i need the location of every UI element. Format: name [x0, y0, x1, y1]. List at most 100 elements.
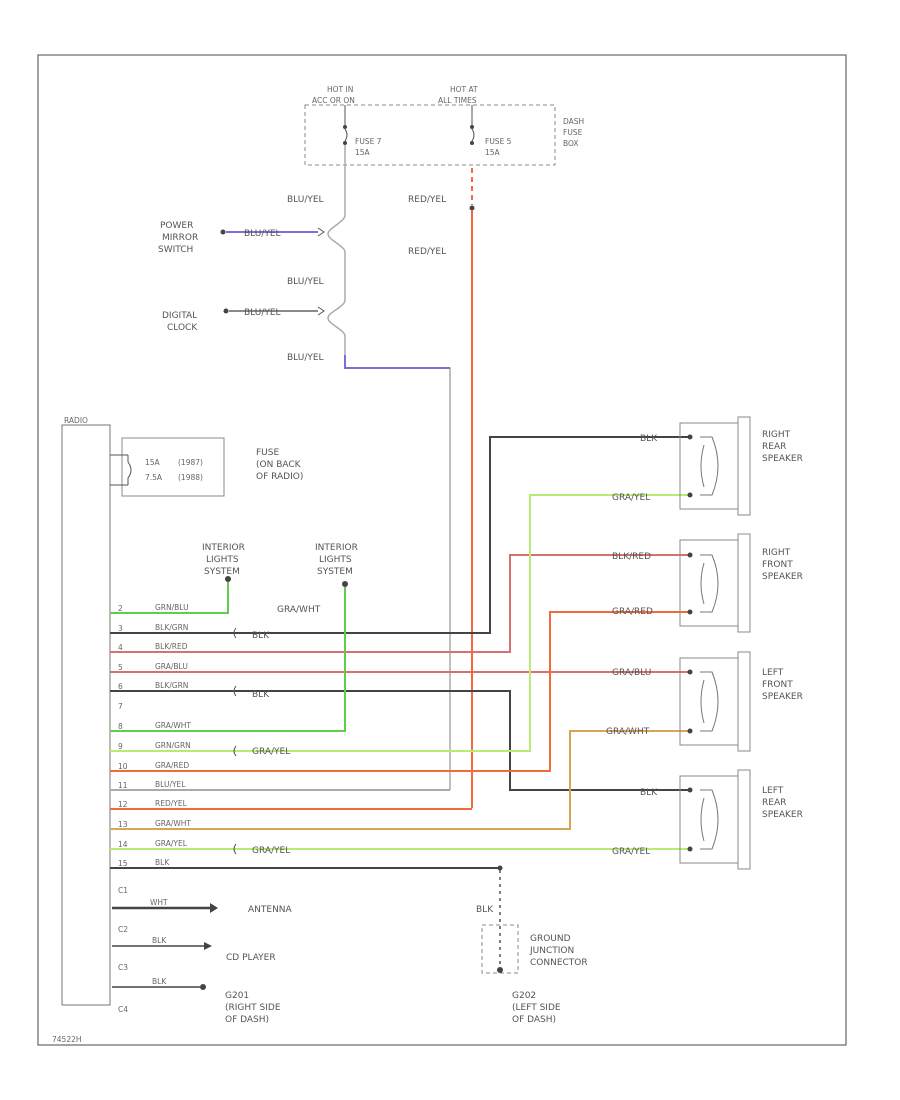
speaker-cone [737, 416, 751, 516]
radio-fuse-symbol [127, 455, 132, 485]
g202-label-2: (LEFT SIDE [512, 1003, 561, 1013]
digital-clock-label-2: CLOCK [167, 323, 198, 333]
radio-pin-number: 13 [118, 820, 128, 829]
int-lights-1-label-1: INTERIOR [202, 543, 245, 553]
speaker-cone [737, 533, 751, 633]
fuse7-symbol [344, 128, 348, 142]
speaker-terminal [687, 434, 693, 440]
pin-c2-label: C2 [118, 925, 128, 934]
speaker-cone [737, 651, 751, 752]
fuse7-terminal [343, 125, 347, 129]
pin-c3-label: C3 [118, 963, 128, 972]
rr-speaker-label-2: REAR [762, 442, 786, 452]
power-mirror-switch-terminal [220, 229, 226, 235]
rf-speaker-label-1: RIGHT [762, 548, 791, 558]
radio-fuse-a-amp: 15A [145, 458, 161, 467]
radio-label: RADIO [64, 416, 88, 425]
digital-clock-label-1: DIGITAL [162, 311, 197, 321]
lf-gra-blu-label: GRA/BLU [612, 668, 651, 678]
lr-gra-yel-label: GRA/YEL [612, 847, 650, 857]
radio-pin-number: 15 [118, 859, 128, 868]
speaker-terminal [687, 669, 693, 675]
pin14-splice-gra-yel-label: GRA/YEL [252, 846, 290, 856]
radio-fuse-box [121, 437, 225, 497]
radio-pin-number: 5 [118, 663, 123, 672]
radio-unit [61, 424, 111, 1006]
rf-blk-red-label: BLK/RED [612, 552, 651, 562]
radio-fuse-b-year: (1988) [178, 473, 203, 482]
digital-clock-terminal [223, 308, 229, 314]
g202-label-3: OF DASH) [512, 1015, 556, 1025]
int-lights-1-label-2: LIGHTS [206, 555, 239, 565]
speaker-coil [700, 789, 719, 850]
blu-yel-label-a: BLU/YEL [287, 195, 324, 205]
lf-speaker-label-3: SPEAKER [762, 692, 803, 702]
radio-pin-wire-color: BLK/GRN [155, 681, 188, 690]
radio-pin-number: 7 [118, 702, 123, 711]
fuse7-label: FUSE 7 [355, 137, 382, 146]
fuse5-label: FUSE 5 [485, 137, 512, 146]
radio-pin-number: 11 [118, 781, 128, 790]
radio-fuse-label-3: OF RADIO) [256, 472, 303, 482]
radio-pin-wire-color: GRN/GRN [155, 741, 191, 750]
radio-pin-number: 2 [118, 604, 123, 613]
hot-in-label: HOT IN [327, 85, 353, 94]
g201-label-3: OF DASH) [225, 1015, 269, 1025]
speaker-coil [700, 436, 719, 496]
blu-yel-feed [327, 214, 451, 790]
radio-pin-wire-color: BLK/RED [155, 642, 188, 651]
splice-marker [233, 627, 237, 639]
lr-speaker-label-3: SPEAKER [762, 810, 803, 820]
cd-player-wire-color: BLK [152, 936, 167, 945]
radio-pin-number: 12 [118, 800, 128, 809]
radio-pin-wire [110, 730, 690, 830]
pin3-splice-blk-label: BLK [252, 631, 270, 641]
speaker-terminal [687, 492, 693, 498]
pin-c1-label: C1 [118, 886, 128, 895]
radio-pin-wire [110, 554, 690, 653]
lf-speaker-label-2: FRONT [762, 680, 793, 690]
antenna-wire-color: WHT [150, 898, 168, 907]
power-mirror-label-3: SWITCH [158, 245, 193, 255]
cd-player-label: CD PLAYER [226, 953, 276, 963]
gjc-label-2: JUNCTION [529, 946, 574, 956]
diagram-border [37, 54, 847, 1046]
splice-marker [233, 685, 237, 697]
radio-fuse-label-1: FUSE [256, 448, 279, 458]
speaker-terminal [687, 609, 693, 615]
red-yel-label-a: RED/YEL [408, 195, 446, 205]
radio-pin-wire-color: GRA/BLU [155, 662, 188, 671]
fuse5-terminal [470, 125, 474, 129]
lr-speaker-label-2: REAR [762, 798, 786, 808]
g202-label-1: G202 [512, 991, 536, 1001]
radio-pin-number: 6 [118, 682, 123, 691]
radio-fuse-a-year: (1987) [178, 458, 203, 467]
cd-player-arrow-icon [204, 942, 212, 950]
antenna-arrow-icon [210, 903, 218, 913]
hot-at-condition: ALL TIMES [438, 96, 477, 105]
power-mirror-label-2: MIRROR [162, 233, 198, 243]
radio-pin-wire [110, 690, 690, 791]
rr-speaker-label-1: RIGHT [762, 430, 791, 440]
gjc-label-1: GROUND [530, 934, 571, 944]
speaker-coil-inner [700, 562, 705, 605]
pin-c4-label: C4 [118, 1005, 128, 1014]
dash-fuse-box-label-3: BOX [563, 139, 579, 148]
radio-pin-wire-color: BLU/YEL [155, 780, 186, 789]
radio-pin-wire [110, 587, 346, 732]
int-lights-1-label-3: SYSTEM [204, 567, 240, 577]
hot-at-label: HOT AT [450, 85, 478, 94]
radio-pin-number: 8 [118, 722, 123, 731]
fuse7-rating: 15A [355, 148, 371, 157]
radio-pin-wire [110, 611, 690, 772]
speaker-terminal [687, 728, 693, 734]
gra-wht-label: GRA/WHT [277, 605, 321, 615]
int-lights-2-label-1: INTERIOR [315, 543, 358, 553]
fuse5-symbol [471, 128, 475, 142]
lr-blk-label: BLK [640, 788, 658, 798]
radio-pin-wire-color: RED/YEL [155, 799, 188, 808]
radio-pin-wire-color: GRN/BLU [155, 603, 189, 612]
radio-pin-number: 9 [118, 742, 123, 751]
